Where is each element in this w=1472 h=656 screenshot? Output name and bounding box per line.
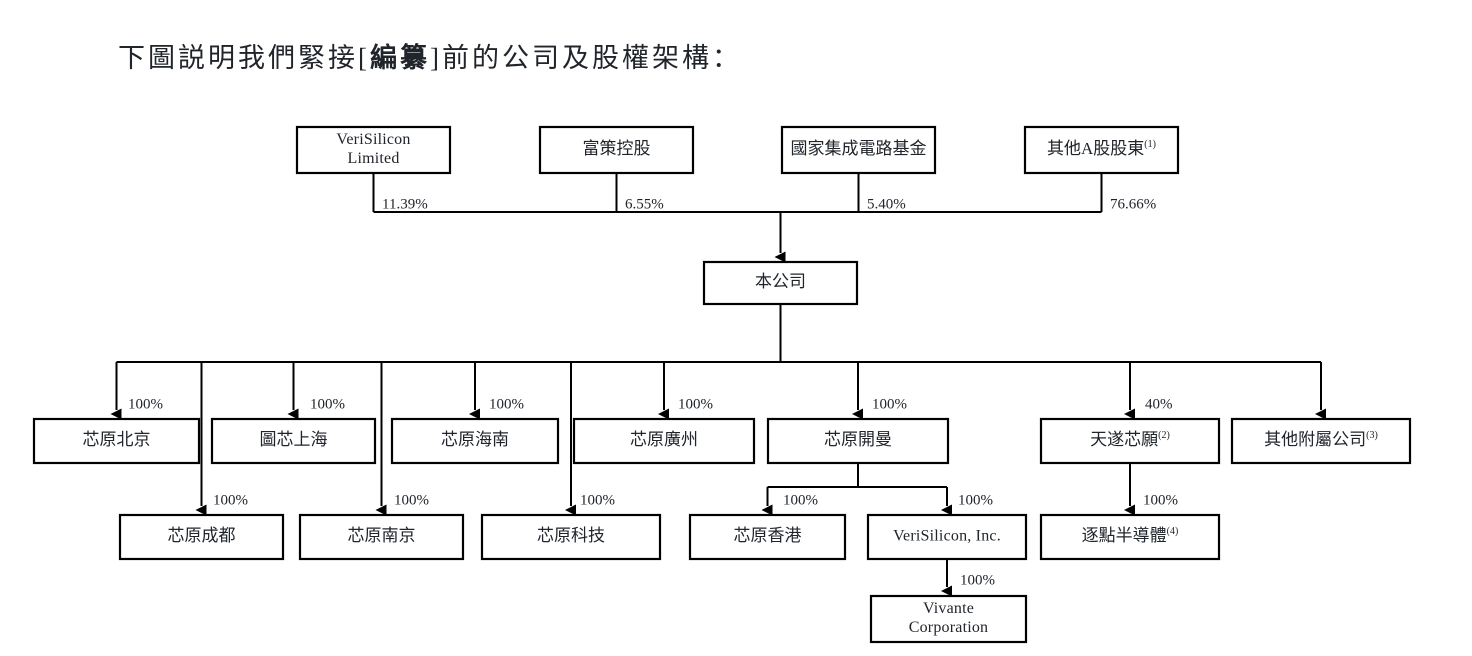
node-tiansui_xinyuan[interactable]: 天遂芯願(2) bbox=[1039, 417, 1221, 465]
node-verisilicon_chengdu[interactable]: 芯原成都 bbox=[118, 513, 285, 561]
node-label: 富策控股 bbox=[583, 139, 651, 158]
percent-label-the_company-to-verisilicon_chengdu: 100% bbox=[213, 492, 248, 508]
percent-label-the_company-to-verisilicon_guangzhou: 100% bbox=[678, 396, 713, 412]
percent-label-other_a_share_holders-to-the_company: 76.66% bbox=[1110, 196, 1156, 212]
page-title: 下圖説明我們緊接[編纂]前的公司及股權架構： bbox=[118, 36, 742, 75]
percent-label-verisilicon_inc-to-vivante_corporation: 100% bbox=[960, 572, 995, 588]
node-label: 芯原廣州 bbox=[630, 430, 698, 449]
node-box bbox=[766, 417, 950, 465]
node-label: Limited bbox=[347, 150, 399, 167]
node-box bbox=[1039, 513, 1221, 561]
node-footnote-marker: (2) bbox=[1158, 430, 1170, 441]
node-box bbox=[118, 513, 285, 561]
percent-label-verisilicon_cayman-to-verisilicon_inc: 100% bbox=[958, 492, 993, 508]
percent-label-fuce_holdings-to-the_company: 6.55% bbox=[625, 196, 664, 212]
node-verisilicon_inc[interactable]: VeriSilicon, Inc. bbox=[866, 513, 1028, 561]
node-box bbox=[688, 513, 847, 561]
node-verisilicon_hainan[interactable]: 芯原海南 bbox=[390, 417, 560, 465]
node-tuxin_shanghai[interactable]: 圖芯上海 bbox=[210, 417, 377, 465]
node-label: 芯原海南 bbox=[441, 430, 509, 449]
node-label: 芯原科技 bbox=[537, 526, 605, 545]
node-label: Corporation bbox=[909, 619, 989, 636]
node-box bbox=[702, 260, 859, 306]
node-box bbox=[298, 513, 465, 561]
node-label: 天遂芯願(2) bbox=[1090, 430, 1170, 449]
node-box bbox=[869, 594, 1028, 644]
percent-label-verisilicon_limited-to-the_company: 11.39% bbox=[382, 196, 428, 212]
node-box bbox=[210, 417, 377, 465]
percent-label-the_company-to-verisilicon_cayman: 100% bbox=[872, 396, 907, 412]
title-prefix: 下圖説明我們緊接[ bbox=[118, 43, 370, 73]
percentage-labels: 11.39% 6.55% 5.40% 76.66% 100% 100% 100% 100% 10… bbox=[128, 196, 1178, 588]
node-footnote-marker: (1) bbox=[1144, 139, 1156, 150]
node-verisilicon_technology[interactable]: 芯原科技 bbox=[480, 513, 662, 561]
percent-label-tiansui_xinyuan-to-zhudian_semiconductor: 100% bbox=[1143, 492, 1178, 508]
percent-label-the_company-to-tiansui_xinyuan: 40% bbox=[1145, 396, 1173, 412]
title-emphasis: 編纂 bbox=[370, 43, 430, 73]
node-verisilicon_beijing[interactable]: 芯原北京 bbox=[32, 417, 201, 465]
node-box bbox=[1039, 417, 1221, 465]
node-label: VeriSilicon, Inc. bbox=[893, 528, 1001, 545]
node-fuce_holdings[interactable]: 富策控股 bbox=[538, 125, 695, 175]
node-label: 其他附屬公司(3) bbox=[1264, 430, 1378, 449]
node-box bbox=[780, 125, 937, 175]
node-label: 芯原北京 bbox=[83, 430, 151, 449]
node-label: 其他A股股東(1) bbox=[1047, 139, 1156, 158]
percent-label-the_company-to-verisilicon_nanjing: 100% bbox=[394, 492, 429, 508]
node-label: 圖芯上海 bbox=[260, 430, 328, 449]
node-label: VeriSilicon bbox=[336, 131, 410, 148]
node-the_company[interactable]: 本公司 bbox=[702, 260, 859, 306]
node-zhudian_semiconductor[interactable]: 逐點半導體(4) bbox=[1039, 513, 1221, 561]
percent-label-the_company-to-verisilicon_technology: 100% bbox=[580, 492, 615, 508]
node-box bbox=[480, 513, 662, 561]
percent-label-the_company-to-verisilicon_beijing: 100% bbox=[128, 396, 163, 412]
node-box bbox=[390, 417, 560, 465]
node-box bbox=[32, 417, 201, 465]
node-label: 逐點半導體(4) bbox=[1082, 526, 1179, 545]
percent-label-national_ic_fund-to-the_company: 5.40% bbox=[867, 196, 906, 212]
node-box bbox=[295, 125, 452, 175]
node-box bbox=[572, 417, 756, 465]
node-label: 芯原成都 bbox=[168, 526, 236, 545]
percent-label-verisilicon_cayman-to-verisilicon_hongkong: 100% bbox=[783, 492, 818, 508]
node-footnote-marker: (4) bbox=[1167, 526, 1179, 537]
node-label: 本公司 bbox=[755, 272, 806, 291]
connector-lines bbox=[110, 173, 1326, 597]
node-box bbox=[538, 125, 695, 175]
node-label: 芯原開曼 bbox=[824, 430, 892, 449]
node-box bbox=[866, 513, 1028, 561]
node-national_ic_fund[interactable]: 國家集成電路基金 bbox=[780, 125, 937, 175]
node-footnote-marker: (3) bbox=[1366, 430, 1378, 441]
node-label: 芯原南京 bbox=[348, 526, 416, 545]
node-other_a_share_holders[interactable]: 其他A股股東(1) bbox=[1023, 125, 1180, 175]
title-suffix: ]前的公司及股權架構： bbox=[430, 43, 742, 73]
node-label: Vivante bbox=[923, 600, 974, 617]
node-box bbox=[1230, 417, 1412, 465]
node-verisilicon_cayman[interactable]: 芯原開曼 bbox=[766, 417, 950, 465]
node-label: 國家集成電路基金 bbox=[791, 139, 927, 158]
node-label: 芯原香港 bbox=[734, 526, 802, 545]
percent-label-the_company-to-verisilicon_hainan: 100% bbox=[489, 396, 524, 412]
node-verisilicon_guangzhou[interactable]: 芯原廣州 bbox=[572, 417, 756, 465]
node-verisilicon_nanjing[interactable]: 芯原南京 bbox=[298, 513, 465, 561]
node-other_subsidiaries[interactable]: 其他附屬公司(3) bbox=[1230, 417, 1412, 465]
percent-label-the_company-to-tuxin_shanghai: 100% bbox=[310, 396, 345, 412]
node-verisilicon_hongkong[interactable]: 芯原香港 bbox=[688, 513, 847, 561]
node-box bbox=[1023, 125, 1180, 175]
